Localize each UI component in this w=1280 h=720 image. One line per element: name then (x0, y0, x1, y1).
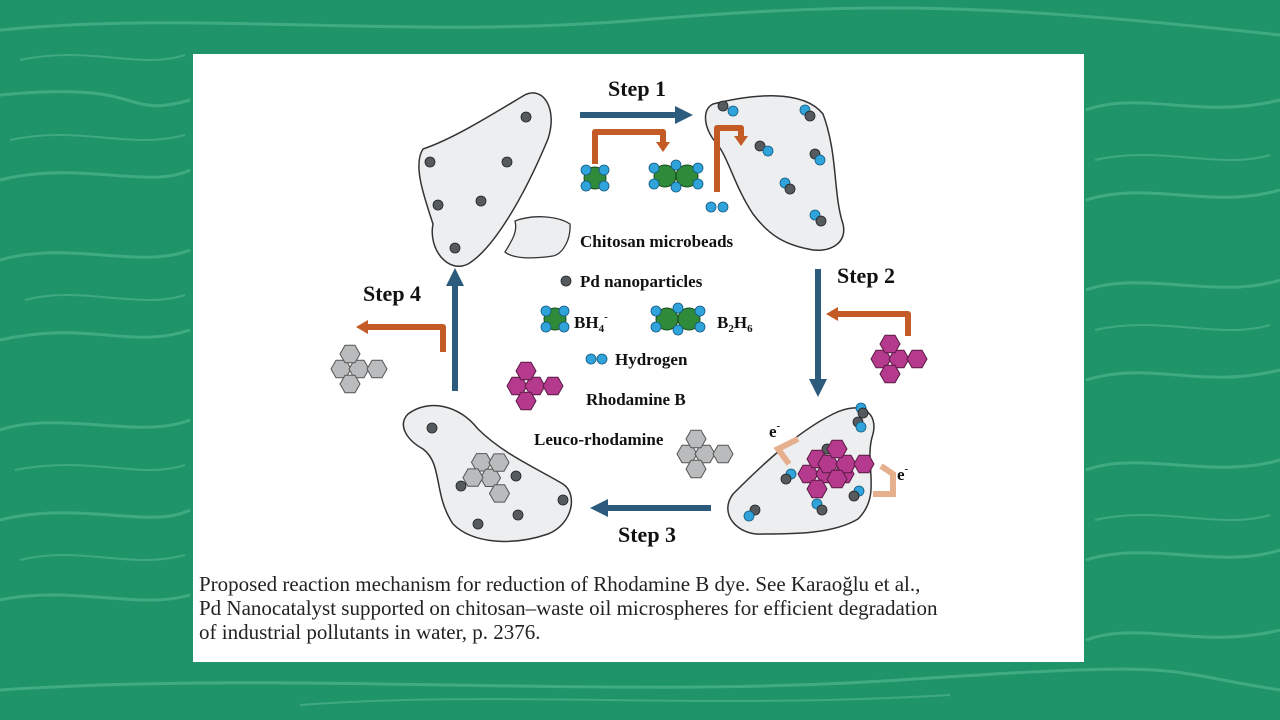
step4-arrow (446, 268, 464, 391)
legend-chitosan-bead-icon (504, 216, 571, 259)
reaction-mechanism-diagram: Chitosan microbeads Pd nanoparticles BH4… (193, 76, 1084, 547)
legend-b2h6-label: B2H6 (717, 313, 753, 335)
legend-pd-label: Pd nanoparticles (580, 272, 703, 291)
step4-label: Step 4 (363, 281, 421, 306)
step2-label: Step 2 (837, 263, 895, 288)
step1-label: Step 1 (608, 76, 666, 101)
electron-label-left: e- (769, 420, 781, 441)
legend-leuco-label: Leuco-rhodamine (534, 430, 664, 449)
electron-label-right: e- (897, 463, 909, 484)
figure-card: Chitosan microbeads Pd nanoparticles BH4… (193, 54, 1084, 662)
step1-arrow (580, 106, 693, 124)
caption-line-3: of industrial pollutants in water, p. 23… (199, 620, 541, 644)
step2-orange-arrow (838, 311, 911, 336)
legend-rhodamine-label: Rhodamine B (586, 390, 686, 409)
bead-top-right (704, 95, 845, 251)
step3-label: Step 3 (618, 522, 676, 547)
caption-line-1: Proposed reaction mechanism for reductio… (199, 572, 921, 596)
bead-bottom-right (727, 402, 875, 535)
electron-arrow-right (873, 463, 896, 497)
step2-arrow (809, 269, 827, 397)
legend: Chitosan microbeads Pd nanoparticles BH4… (504, 216, 753, 478)
figure-caption: Proposed reaction mechanism for reductio… (199, 572, 1079, 644)
step1-orange-arrow (592, 129, 666, 164)
legend-chitosan-label: Chitosan microbeads (580, 232, 734, 251)
caption-line-2: Pd Nanocatalyst supported on chitosan–wa… (199, 596, 938, 620)
legend-hydrogen-label: Hydrogen (615, 350, 688, 369)
bead-bottom-left (402, 404, 573, 543)
step3-arrow (590, 499, 711, 517)
electron-arrow-left (773, 436, 800, 466)
legend-bh4-label: BH4- (574, 311, 608, 335)
bead-top-left (418, 92, 552, 267)
step4-orange-arrow (368, 324, 446, 352)
step1-hydrogen-arrow (714, 125, 744, 192)
